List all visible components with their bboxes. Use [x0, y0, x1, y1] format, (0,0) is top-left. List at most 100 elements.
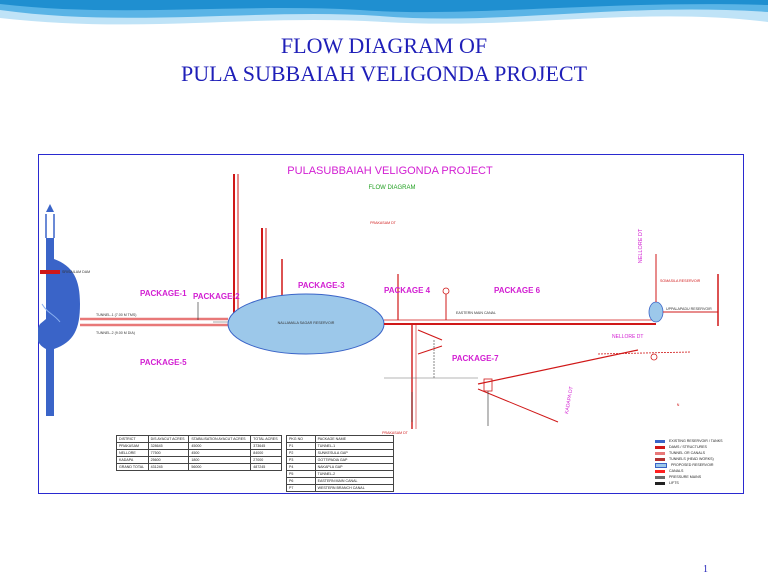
table-cell: GRAND TOTAL [116, 463, 149, 471]
tunnel-2-label: TUNNEL-2 (9.00 M DIA) [96, 331, 135, 335]
table-cell: 84000 [250, 449, 282, 457]
table-cell: 1800 [188, 456, 252, 464]
table-cell: TUNNEL-1 [314, 442, 395, 450]
legend-item: PRESSURE MAINS [655, 474, 741, 480]
kadapa-dt-label: KADAPA DT [564, 386, 575, 414]
legend-swatch [655, 469, 665, 473]
table-header-cell: PKG NO [286, 435, 316, 443]
legend-item-label: CANALS [669, 469, 684, 473]
package-5-label: PACKAGE-5 [140, 358, 187, 367]
uppalapadu-reservoir [648, 301, 664, 323]
package-1-label: PACKAGE-1 [140, 289, 187, 298]
header-wave-decoration [0, 0, 768, 35]
package-3-label: PACKAGE-3 [298, 281, 345, 290]
legend-swatch [655, 462, 667, 468]
legend-item: TUNNELS (HEAD WORKS) [655, 456, 741, 462]
table-cell: WESTERN BRANCH CANAL [314, 484, 395, 492]
legend-swatch [655, 451, 665, 455]
table-header-cell: D/S AYACUT ACRES [147, 435, 190, 443]
legend-item-label: TUNNEL OR CANALS [669, 451, 706, 455]
table-cell: PRAKASAM [116, 442, 149, 450]
slide-title-line2: PULA SUBBAIAH VELIGONDA PROJECT [180, 61, 588, 86]
table-cell: KADAPA [116, 456, 149, 464]
table-cell: 4500 [188, 449, 252, 457]
table-cell: P1 [286, 442, 316, 450]
legend-item-label: DAMS / STRUCTURES [669, 445, 707, 449]
table-row: PRAKASAM 328645 45000 373645 [116, 442, 282, 450]
uppalapadu-label: UPPALAPADU RESERVOIR [666, 307, 712, 311]
legend-item-label: PRESSURE MAINS [669, 475, 702, 479]
eastern-main-canal-label: EASTERN MAIN CANAL [456, 311, 496, 315]
package-4-label: PACKAGE 4 [384, 286, 431, 295]
table-cell: 328645 [147, 442, 190, 450]
diagram-heading: PULASUBBAIAH VELIGONDA PROJECT [287, 165, 493, 177]
legend-item: DAMS / STRUCTURES [655, 444, 741, 450]
nellore-dt-label: NELLORE DT [612, 334, 643, 340]
srisailam-reservoir [38, 238, 80, 416]
table-header-cell: TOTAL ACRES [250, 435, 282, 443]
page-number: 1 [703, 564, 708, 575]
somasila-label: SOMASILA RESERVOIR [660, 279, 701, 283]
table-cell: EASTERN MAIN CANAL [314, 477, 395, 485]
table-cell: 487245 [250, 463, 282, 471]
prakasam-bottom-label: PRAKASAM DT [382, 431, 409, 435]
north-label: N [677, 403, 680, 407]
legend-item: TUNNEL OR CANALS [655, 450, 741, 456]
table-cell: 45000 [188, 442, 252, 450]
table-row: GRAND TOTAL 431245 56000 487245 [116, 463, 282, 471]
table-header-row: PKG NO PACKAGE NAME [286, 435, 395, 443]
table-cell: GOTTIPADIA GAP [314, 456, 395, 464]
table-cell: 373645 [250, 442, 282, 450]
slide-title-line1: FLOW DIAGRAM OF [280, 33, 488, 58]
table-header-cell: PACKAGE NAME [314, 435, 395, 443]
ayacut-table: DISTRICT D/S AYACUT ACRES STABILISATION … [116, 435, 282, 471]
table-cell: NAKAPLA GAP [314, 463, 395, 471]
table-cell: P6 [286, 477, 316, 485]
table-cell: NELLORE [116, 449, 149, 457]
package-2-label: PACKAGE-2 [193, 292, 240, 301]
table-header-row: DISTRICT D/S AYACUT ACRES STABILISATION … [116, 435, 282, 443]
nellore-dt-vertical-label: NELLORE DT [638, 228, 644, 263]
table-cell: SUNKESULA GAP [314, 449, 395, 457]
legend-swatch [655, 445, 665, 449]
table-cell: 25600 [147, 456, 190, 464]
srisailam-dam-label: SRISAILAM DAM [62, 270, 90, 274]
table-cell: P4 [286, 463, 316, 471]
legend-item-label: TUNNELS (HEAD WORKS) [669, 457, 714, 461]
legend-swatch [655, 457, 665, 461]
diagram-subheading: FLOW DIAGRAM [368, 185, 415, 191]
legend: EXISTING RESERVOIR / TANKS DAMS / STRUCT… [655, 438, 741, 486]
flow-diagram: PULASUBBAIAH VELIGONDA PROJECT FLOW DIAG… [38, 165, 719, 435]
package-7-label: PACKAGE-7 [452, 354, 499, 363]
table-cell: 431245 [147, 463, 190, 471]
legend-item-label: PROPOSED RESERVOIR [671, 463, 714, 467]
legend-item: LIFTS [655, 480, 741, 486]
table-cell: P3 [286, 456, 316, 464]
table-cell: P2 [286, 449, 316, 457]
legend-item-label: LIFTS [669, 481, 679, 485]
legend-swatch [655, 475, 665, 479]
table-cell: TUNNEL-2 [314, 470, 395, 478]
legend-swatch [655, 439, 665, 443]
table-row: NELLORE 77500 4500 84000 [116, 449, 282, 457]
legend-item: PROPOSED RESERVOIR [655, 462, 741, 468]
table-cell: 77500 [147, 449, 190, 457]
diagram-frame [38, 154, 744, 494]
package-6-label: PACKAGE 6 [494, 286, 541, 295]
table-row: KADAPA 25600 1800 27000 [116, 456, 282, 464]
tunnel-1-label: TUNNEL-1 (7.00 M TMS) [96, 313, 136, 317]
package7-canal [477, 349, 639, 385]
legend-item: EXISTING RESERVOIR / TANKS [655, 438, 741, 444]
legend-swatch [655, 481, 665, 485]
table-cell: P5 [286, 470, 316, 478]
nallamalasagar-label: NALLAMALA SAGAR RESERVOIR [278, 321, 335, 325]
srisailam-dam [40, 270, 60, 274]
